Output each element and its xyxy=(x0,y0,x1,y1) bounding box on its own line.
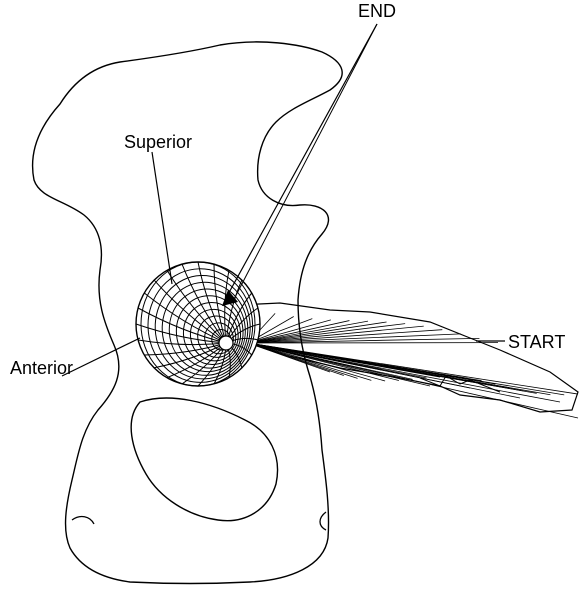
obturator-foramen xyxy=(131,398,277,521)
trajectory-ray xyxy=(248,343,470,388)
trajectory-ray xyxy=(248,321,368,343)
superior-label: Superior xyxy=(124,132,192,152)
lower-right-contour xyxy=(320,512,326,530)
end-leader-line-2 xyxy=(232,24,377,303)
femoral-head-mesh xyxy=(136,262,260,386)
trajectory-ray xyxy=(248,343,430,386)
anterior-leader-line xyxy=(62,338,140,376)
start-label: START xyxy=(508,332,565,352)
anterior-label: Anterior xyxy=(10,358,73,378)
femoral-head-pole xyxy=(219,336,233,350)
end-leader-line xyxy=(226,24,377,298)
superior-leader-line xyxy=(152,152,172,284)
trajectory-ray xyxy=(248,326,424,343)
lower-left-contour xyxy=(72,517,94,524)
end-label: END xyxy=(358,1,396,21)
motion-trajectory-fan xyxy=(238,303,578,418)
